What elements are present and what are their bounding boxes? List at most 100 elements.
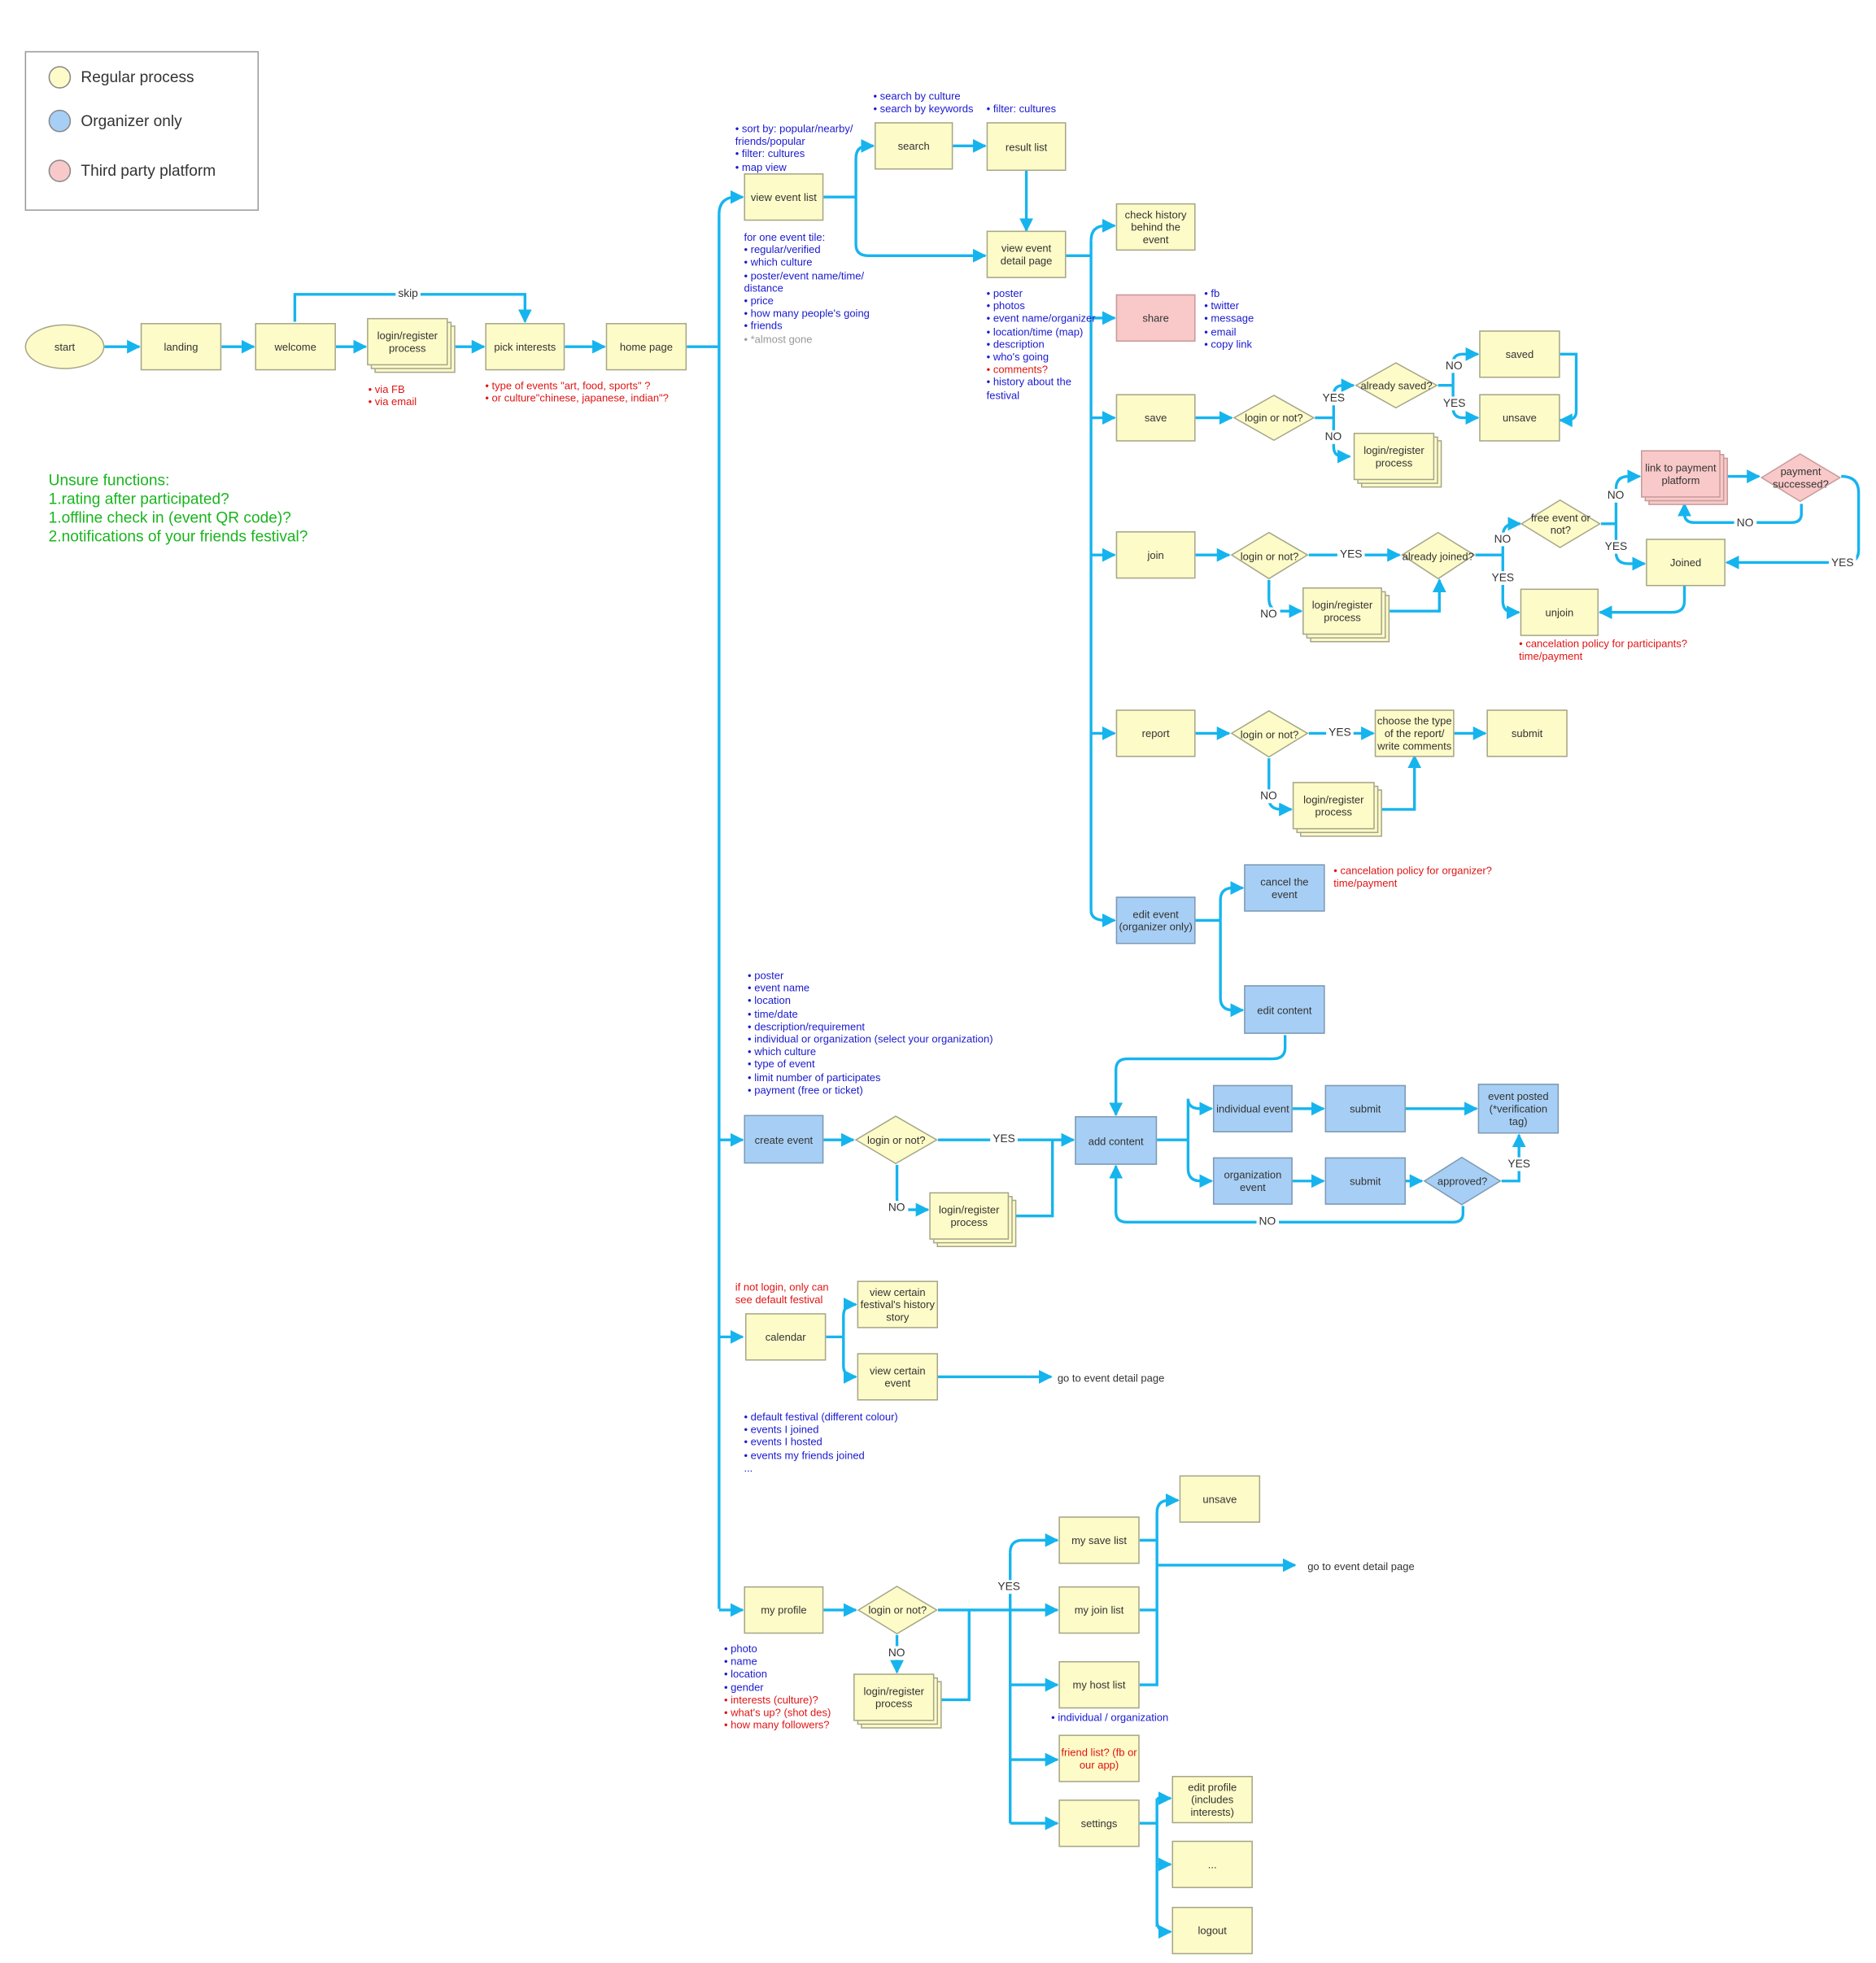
approved-decision: approved?: [1423, 1156, 1502, 1206]
save-login-register-node: login/register process: [1353, 432, 1435, 481]
edit-profile-node: edit profile (includes interests): [1171, 1775, 1253, 1824]
already-saved-decision: already saved?: [1355, 362, 1438, 409]
pick-interests-node: pick interests: [485, 323, 565, 371]
legend: Regular process Organizer only Third par…: [24, 50, 260, 212]
edit-content-node: edit content: [1244, 985, 1325, 1034]
go-detail-label-1: go to event detail page: [1057, 1372, 1165, 1385]
unsave-node: unsave: [1479, 394, 1560, 442]
report-yes-label: YES: [1326, 726, 1354, 740]
join-login-decision: login or not?: [1230, 531, 1309, 580]
saved-no-label: NO: [1442, 359, 1465, 373]
free-no-label: NO: [1604, 488, 1627, 503]
joined-node: Joined: [1646, 539, 1726, 587]
joined-yes-label: YES: [1489, 571, 1517, 585]
submit-organization-node: submit: [1324, 1157, 1406, 1205]
report-login-register-node: login/register process: [1292, 782, 1375, 830]
login-ways-note: • via FB • via email: [368, 382, 417, 408]
joined-no-label: NO: [1491, 532, 1514, 547]
share-targets-note: • fb • twitter • message • email • copy …: [1204, 286, 1254, 351]
join-node: join: [1115, 531, 1196, 579]
view-certain-event-node: view certain event: [857, 1353, 939, 1401]
legend-item-organizer: Organizer only: [48, 109, 182, 133]
go-detail-label-2: go to event detail page: [1307, 1559, 1415, 1573]
choose-type-node: choose the type of the report/ write com…: [1374, 709, 1455, 757]
calendar-login-note: if not login, only can see default festi…: [735, 1280, 829, 1306]
more-settings-node: ...: [1171, 1840, 1253, 1888]
view-event-detail-node: view event detail page: [986, 230, 1067, 278]
logout-node: logout: [1171, 1906, 1253, 1955]
my-join-list-node: my join list: [1058, 1586, 1140, 1634]
host-list-note: • individual / organization: [1051, 1711, 1169, 1724]
result-filter-note: • filter: cultures: [986, 102, 1057, 116]
calendar-node: calendar: [744, 1313, 827, 1361]
organization-event-node: organization event: [1212, 1157, 1293, 1205]
save-yes-label: YES: [1320, 391, 1348, 406]
approved-yes-label: YES: [1505, 1157, 1533, 1171]
yellow-dot-icon: [48, 66, 72, 89]
create-no-label: NO: [885, 1201, 908, 1215]
save-no-label: NO: [1322, 430, 1345, 444]
cancel-event-node: cancel the event: [1244, 864, 1325, 912]
my-profile-node: my profile: [744, 1586, 824, 1634]
friend-list-node: friend list? (fb or our app): [1058, 1734, 1140, 1782]
view-history-story-node: view certain festival's history story: [857, 1280, 939, 1328]
unjoin-node: unjoin: [1520, 588, 1599, 636]
payment-yes-label: YES: [1828, 556, 1856, 570]
report-submit-node: submit: [1486, 709, 1568, 757]
detail-fields-note: • poster • photos • event name/organizer…: [986, 286, 1096, 402]
create-yes-label: YES: [990, 1132, 1018, 1146]
create-login-register-node: login/register process: [929, 1192, 1010, 1240]
profile-no-label: NO: [885, 1646, 908, 1660]
report-login-decision: login or not?: [1230, 709, 1309, 758]
already-joined-decision: already joined?: [1400, 531, 1476, 580]
approved-no-label: NO: [1256, 1215, 1279, 1229]
home-page-node: home page: [605, 323, 687, 371]
result-list-node: result list: [986, 122, 1067, 172]
welcome-node: welcome: [255, 323, 336, 371]
settings-node: settings: [1058, 1799, 1140, 1847]
share-node: share: [1115, 294, 1196, 342]
cancel-participants-note: • cancelation policy for participants? t…: [1519, 637, 1688, 663]
create-event-node: create event: [744, 1115, 824, 1164]
unsure-functions: Unsure functions: 1.rating after partici…: [48, 471, 308, 545]
report-no-label: NO: [1258, 789, 1280, 804]
cancel-organizer-note: • cancelation policy for organizer? time…: [1333, 864, 1492, 890]
skip-label: skip: [395, 286, 421, 301]
individual-event-node: individual event: [1212, 1084, 1293, 1132]
profile-login-register-node: login/register process: [853, 1673, 935, 1721]
profile-unsave-node: unsave: [1179, 1475, 1261, 1523]
edit-event-node: edit event (organizer only): [1115, 896, 1196, 944]
view-event-list-node: view event list: [744, 173, 824, 221]
my-save-list-node: my save list: [1058, 1516, 1140, 1564]
submit-individual-node: submit: [1324, 1084, 1406, 1132]
list-options-note: • sort by: popular/nearby/ friends/popul…: [735, 122, 853, 173]
calendar-items-note: • default festival (different colour) • …: [744, 1410, 898, 1474]
payment-no-label: NO: [1734, 516, 1756, 530]
search-options-note: • search by culture • search by keywords: [873, 89, 974, 116]
save-login-decision: login or not?: [1232, 394, 1315, 442]
saved-node: saved: [1479, 330, 1560, 378]
link-payment-node: link to payment platform: [1641, 450, 1721, 498]
free-event-decision: free event or not?: [1520, 499, 1602, 548]
report-node: report: [1115, 709, 1196, 757]
event-posted-node: event posted (*verification tag): [1477, 1084, 1560, 1134]
event-tile-note: for one event tile: • regular/verified •…: [744, 230, 870, 346]
create-login-decision: login or not?: [854, 1115, 939, 1165]
profile-login-decision: login or not?: [857, 1585, 938, 1635]
check-history-node: check history behind the event: [1115, 203, 1196, 251]
start-node: start: [24, 324, 105, 369]
join-no-label: NO: [1258, 607, 1280, 622]
search-node: search: [875, 122, 953, 170]
join-login-register-node: login/register process: [1302, 587, 1382, 635]
profile-yes-label: YES: [995, 1580, 1023, 1594]
pink-dot-icon: [48, 159, 72, 182]
saved-yes-label: YES: [1440, 396, 1468, 411]
legend-item-third-party: Third party platform: [48, 159, 216, 182]
save-node: save: [1115, 394, 1196, 442]
create-fields-note: • poster • event name • location • time/…: [748, 969, 993, 1097]
free-yes-label: YES: [1602, 539, 1630, 554]
profile-fields-note: • photo • name • location • gender • int…: [723, 1642, 831, 1732]
blue-dot-icon: [48, 109, 72, 133]
